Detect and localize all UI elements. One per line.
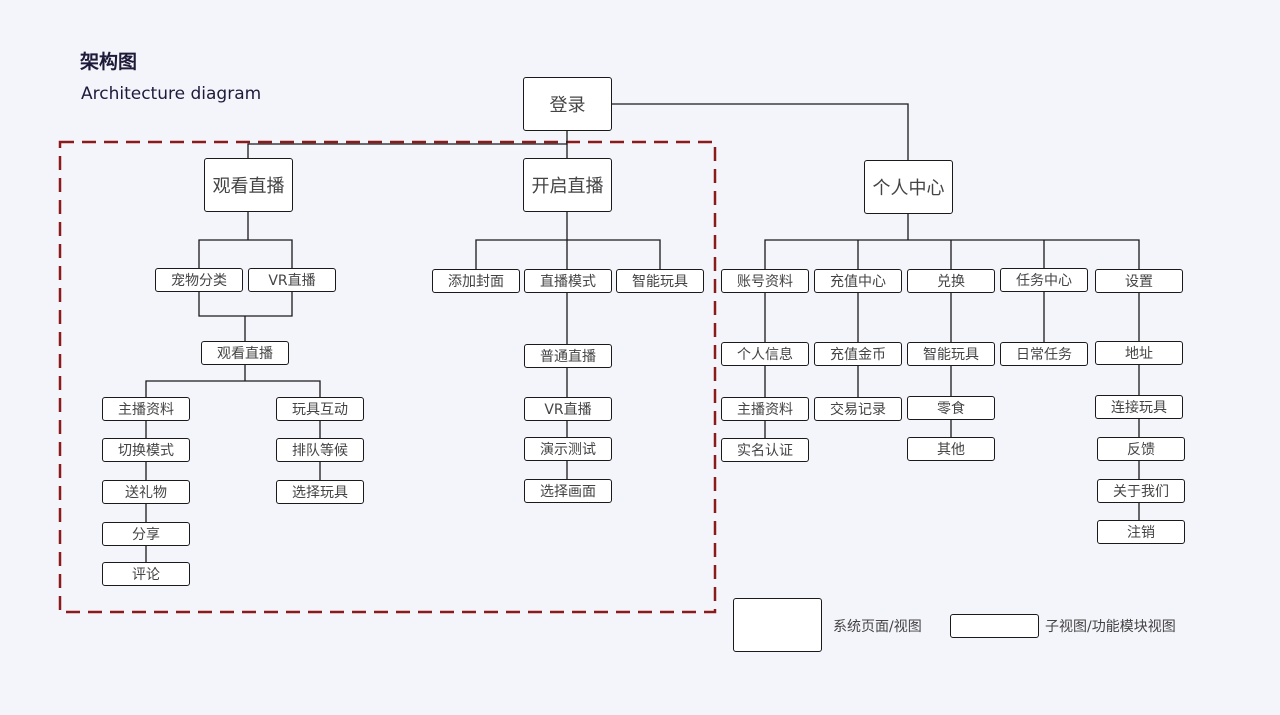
node-switch-mode: 切换模式	[102, 438, 190, 462]
node-add-cover: 添加封面	[432, 269, 520, 293]
node-toy-interaction: 玩具互动	[276, 397, 364, 421]
node-demo-test: 演示测试	[524, 437, 612, 461]
node-connect-toy: 连接玩具	[1095, 395, 1183, 419]
node-settings: 设置	[1095, 269, 1183, 293]
node-select-view: 选择画面	[524, 479, 612, 503]
node-snacks: 零食	[907, 396, 995, 420]
node-watch-live: 观看直播	[204, 158, 293, 212]
node-others: 其他	[907, 437, 995, 461]
legend-sub-box	[950, 614, 1039, 638]
node-live-mode: 直播模式	[524, 269, 612, 293]
node-queue-wait: 排队等候	[276, 438, 364, 462]
node-real-name: 实名认证	[721, 438, 809, 462]
node-account-info: 账号资料	[721, 269, 809, 293]
node-logout: 注销	[1097, 520, 1185, 544]
node-recharge-center: 充值中心	[814, 269, 902, 293]
node-vr-live-mode: VR直播	[524, 397, 612, 421]
node-smart-toy-exchange: 智能玩具	[907, 342, 995, 366]
live-module-region	[58, 140, 717, 614]
node-recharge-coins: 充值金币	[814, 342, 902, 366]
node-comment: 评论	[102, 562, 190, 586]
node-task-center: 任务中心	[1000, 268, 1088, 292]
legend-sub-label: 子视图/功能模块视图	[1045, 619, 1176, 635]
node-transaction-record: 交易记录	[814, 397, 902, 421]
diagram-title: 架构图	[80, 51, 138, 73]
node-smart-toy-live: 智能玩具	[616, 269, 704, 293]
diagram-subtitle: Architecture diagram	[81, 84, 262, 104]
node-login: 登录	[523, 77, 612, 131]
node-watch-live-sub: 观看直播	[201, 341, 289, 365]
legend-page-label: 系统页面/视图	[833, 619, 922, 635]
node-pet-category: 宠物分类	[155, 268, 243, 292]
node-daily-task: 日常任务	[1000, 342, 1088, 366]
node-about-us: 关于我们	[1097, 479, 1185, 503]
node-normal-live: 普通直播	[524, 344, 612, 368]
node-personal-info: 个人信息	[721, 342, 809, 366]
node-start-live: 开启直播	[523, 158, 612, 212]
node-feedback: 反馈	[1097, 437, 1185, 461]
node-host-profile-acc: 主播资料	[721, 397, 809, 421]
legend-page-box	[733, 598, 822, 652]
node-send-gift: 送礼物	[102, 480, 190, 504]
node-personal-center: 个人中心	[864, 160, 953, 214]
node-vr-live: VR直播	[248, 268, 336, 292]
node-share: 分享	[102, 522, 190, 546]
node-exchange: 兑换	[907, 269, 995, 293]
node-select-toy: 选择玩具	[276, 480, 364, 504]
node-host-profile: 主播资料	[102, 397, 190, 421]
node-address: 地址	[1095, 341, 1183, 365]
